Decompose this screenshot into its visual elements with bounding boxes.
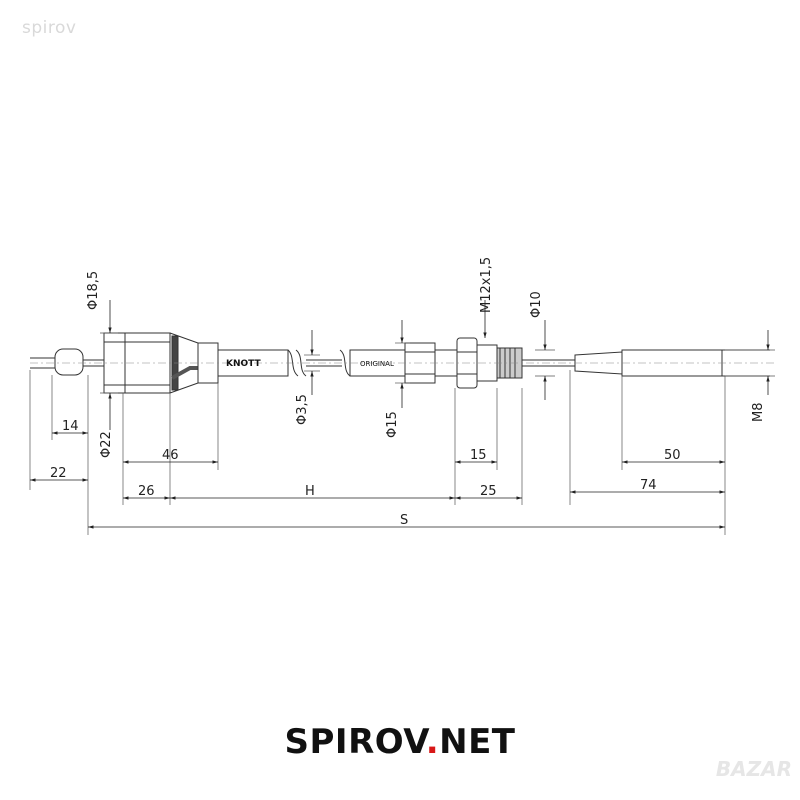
dim-thread-m8: M8 bbox=[751, 403, 766, 423]
dim-25: 25 bbox=[480, 484, 497, 499]
dim-50: 50 bbox=[664, 448, 681, 463]
brand-tld: NET bbox=[439, 722, 516, 762]
dim-thread-m12: M12x1,5 bbox=[479, 257, 494, 313]
end-nipple bbox=[54, 348, 84, 376]
dim-s: S bbox=[400, 513, 408, 528]
brand-dot: . bbox=[425, 722, 440, 762]
dim-26: 26 bbox=[138, 484, 155, 499]
dim-22: 22 bbox=[50, 466, 67, 481]
dim-diameter-3-5: Φ3,5 bbox=[295, 394, 310, 425]
brand-name: SPIROV bbox=[284, 722, 426, 762]
maker-label: KNOTT bbox=[226, 359, 262, 369]
brand-logo: SPIROV.NET bbox=[0, 722, 800, 762]
original-label: ORIGINAL bbox=[360, 360, 394, 368]
dim-diameter-15: Φ15 bbox=[385, 411, 400, 438]
bazar-badge: BAZAR bbox=[715, 757, 792, 781]
dim-diameter-18-5: Φ18,5 bbox=[86, 271, 101, 310]
dim-74: 74 bbox=[640, 478, 657, 493]
dim-diameter-10: Φ10 bbox=[529, 291, 544, 318]
dim-diameter-22: Φ22 bbox=[99, 431, 114, 458]
dim-15: 15 bbox=[470, 448, 487, 463]
dim-h: H bbox=[305, 484, 315, 499]
dim-46: 46 bbox=[162, 448, 179, 463]
dim-14: 14 bbox=[62, 419, 79, 434]
watermark-text: spirov bbox=[22, 18, 77, 38]
